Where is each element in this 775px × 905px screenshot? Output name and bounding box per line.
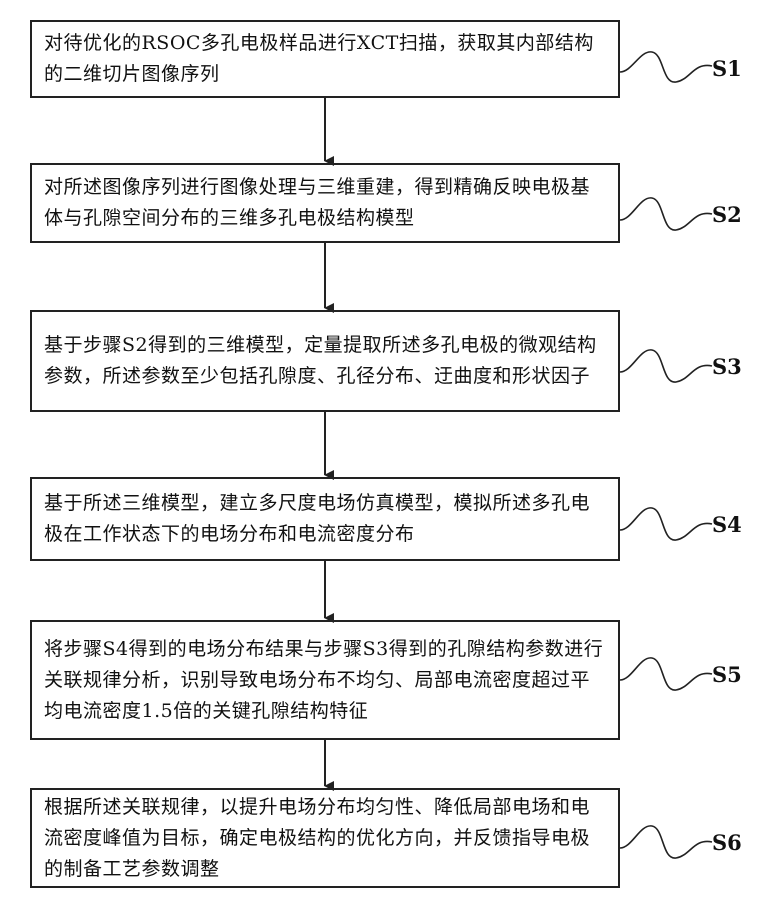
step-label-s6: S6 xyxy=(712,830,742,855)
leader-squiggle-s6 xyxy=(620,826,712,858)
step-label-s5: S5 xyxy=(712,662,742,687)
leader-squiggle-s3 xyxy=(620,350,712,382)
leader-squiggle-s1 xyxy=(620,52,712,82)
step-label-s3: S3 xyxy=(712,354,742,379)
leader-squiggle-s5 xyxy=(620,658,712,690)
leader-squiggle-s2 xyxy=(620,198,712,230)
step-label-s4: S4 xyxy=(712,512,742,537)
leader-squiggle-s4 xyxy=(620,508,712,540)
step-label-s2: S2 xyxy=(712,202,742,227)
step-label-s1: S1 xyxy=(712,56,742,81)
